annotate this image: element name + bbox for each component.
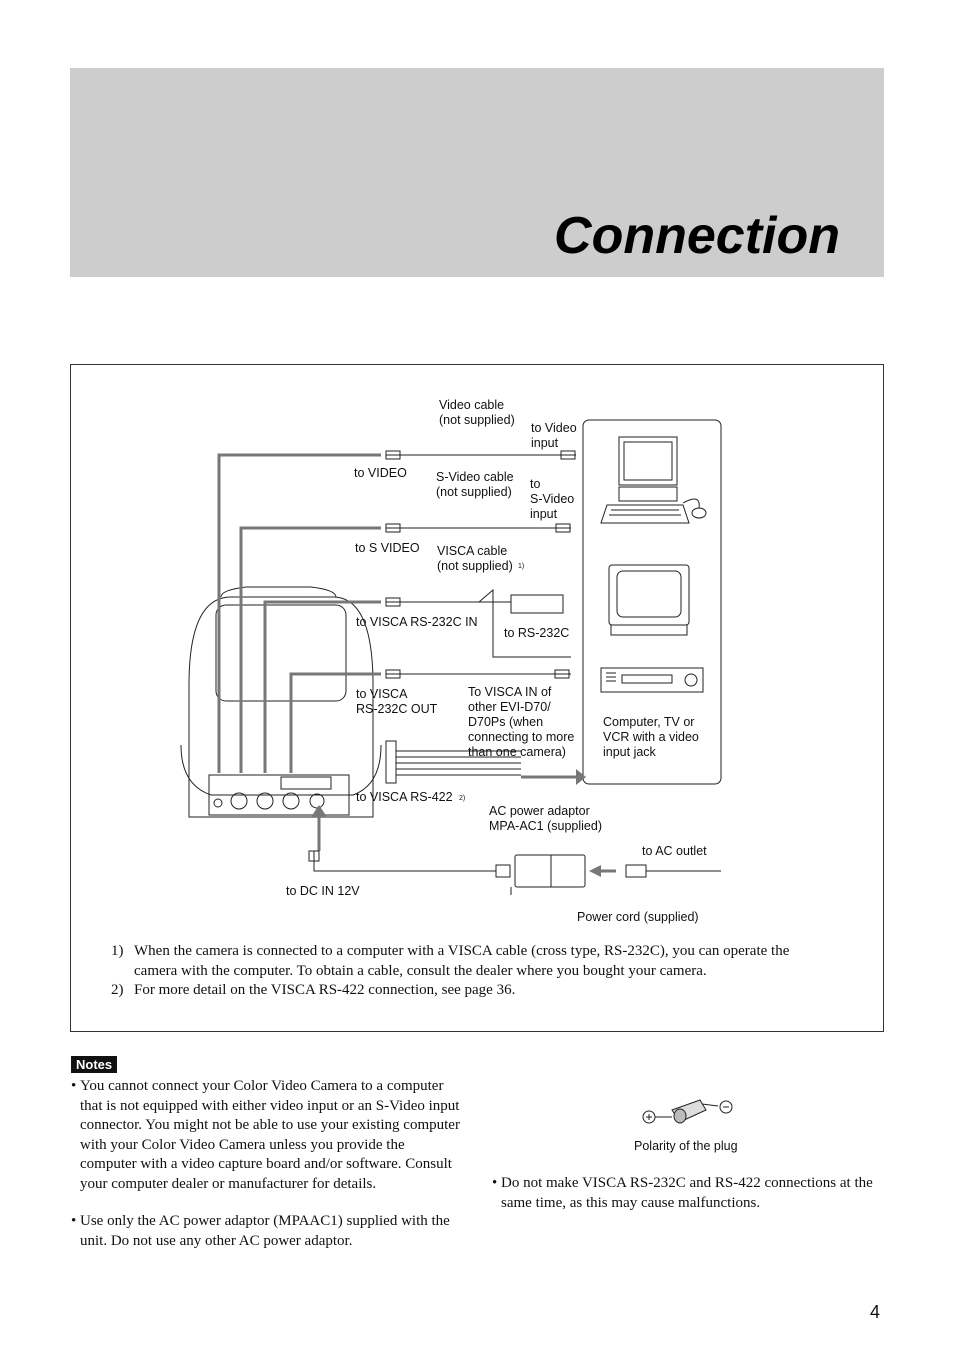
label-to-visca-422: to VISCA RS-422 [356, 790, 453, 804]
label-visca-note: 1) [518, 563, 525, 570]
label-ac-adaptor: AC power adaptor MPA-AC1 (supplied) [489, 804, 603, 833]
label-video-cable: Video cable (not supplied) [439, 398, 515, 427]
notes-badge: Notes [71, 1056, 118, 1073]
bullet-marker: • [71, 1213, 77, 1229]
label-to-video: to VIDEO [354, 466, 407, 480]
label-to-visca-in-other: To VISCA IN of other EVI-D70/ D70Ps (whe… [468, 685, 575, 759]
footnote-1: 1) When the camera is connected to a com… [111, 942, 831, 981]
label-visca-cable: VISCA cable (not supplied) [437, 544, 513, 573]
page-title: Connection [554, 207, 840, 265]
label-to-svideo-input: to S-Video input [530, 477, 575, 521]
note-item: • Use only the AC power adaptor (MPAAC1)… [71, 1212, 461, 1251]
connection-diagram-box: Video cable (not supplied) to Video inpu… [70, 364, 884, 1032]
connection-diagram [180, 419, 722, 895]
plug-polarity-icon [642, 1099, 733, 1124]
label-computer-tv-vcr: Computer, TV or VCR with a video input j… [603, 715, 699, 759]
note-text: You cannot connect your Color Video Came… [80, 1078, 460, 1192]
label-svideo-cable: S-Video cable (not supplied) [436, 470, 514, 499]
vcr-icon [600, 667, 704, 693]
title-banner: Connection [70, 68, 884, 277]
footnote-number: 2) [111, 982, 124, 998]
footnote-text: For more detail on the VISCA RS-422 conn… [134, 982, 516, 998]
bullet-marker: • [492, 1175, 498, 1191]
polarity-caption: Polarity of the plug [634, 1139, 738, 1153]
note-item: • You cannot connect your Color Video Ca… [71, 1077, 461, 1194]
label-to-visca-232c-out: to VISCA RS-232C OUT [356, 687, 438, 716]
tv-icon [608, 564, 690, 636]
device-panel [582, 419, 722, 785]
label-visca-422-note: 2) [459, 795, 466, 802]
note-item: • Do not make VISCA RS-232C and RS-422 c… [492, 1174, 884, 1213]
label-to-rs232c: to RS-232C [504, 626, 570, 640]
footnote-2: 2) For more detail on the VISCA RS-422 c… [111, 981, 831, 1001]
computer-icon [600, 436, 707, 524]
label-to-ac-outlet: to AC outlet [642, 844, 707, 858]
note-text: Use only the AC power adaptor (MPAAC1) s… [80, 1213, 450, 1249]
label-to-video-input: to Video input [531, 421, 577, 450]
label-to-s-video: to S VIDEO [355, 541, 420, 555]
bullet-marker: • [71, 1078, 77, 1094]
note-text: Do not make VISCA RS-232C and RS-422 con… [501, 1175, 873, 1211]
label-power-cord: Power cord (supplied) [577, 910, 699, 924]
ac-adaptor [514, 854, 586, 888]
label-to-visca-232c-in: to VISCA RS-232C IN [356, 615, 478, 629]
footnote-number: 1) [111, 943, 124, 959]
camera-illustration [180, 586, 382, 818]
label-to-dc-in: to DC IN 12V [286, 884, 360, 898]
footnote-text: When the camera is connected to a comput… [134, 943, 790, 979]
page-number: 4 [870, 1302, 881, 1322]
